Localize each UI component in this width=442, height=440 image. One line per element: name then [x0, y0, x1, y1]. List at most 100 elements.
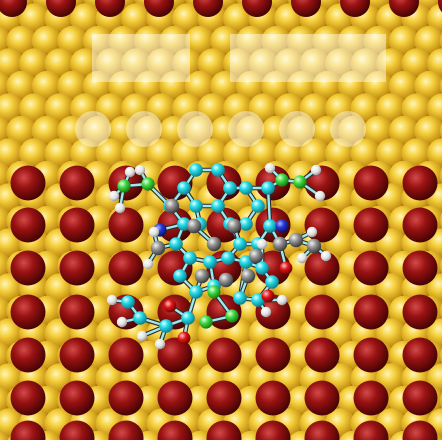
- carbon-atom: [226, 218, 242, 234]
- surface-atom: [337, 115, 369, 147]
- surface-atom: [159, 25, 190, 57]
- hydrogen-atom: [154, 338, 166, 350]
- surface-atom: [274, 93, 305, 124]
- substrate-atom: [59, 294, 95, 330]
- surface-atom: [376, 48, 407, 79]
- surface-atom: [184, 340, 216, 372]
- surface-atom: [388, 70, 420, 102]
- substrate-atom: [59, 420, 95, 440]
- surface-atom: [274, 48, 305, 79]
- hydrogen-atom: [264, 162, 276, 174]
- carbon-atom: [221, 251, 235, 265]
- surface-atom: [197, 48, 228, 79]
- hydrogen-atom: [108, 190, 120, 202]
- surface-atom: [376, 273, 407, 304]
- surface-atom: [121, 48, 152, 79]
- surface-atom: [439, 348, 442, 364]
- surface-atom: [414, 25, 442, 57]
- highlight-circle: [228, 111, 264, 147]
- substrate-atom: [255, 420, 291, 440]
- substrate-atom: [304, 207, 340, 243]
- surface-atom: [325, 138, 356, 169]
- hydrogen-atom: [256, 238, 268, 250]
- surface-atom: [337, 25, 369, 57]
- hydrogen-atom: [124, 166, 136, 178]
- highlight-circle: [177, 111, 213, 147]
- surface-atom: [133, 70, 165, 102]
- surface-atom: [0, 93, 24, 124]
- substrate-atom: [353, 207, 389, 243]
- carbon-atom: [121, 295, 135, 309]
- surface-atom: [388, 25, 420, 57]
- highlight-box: [230, 34, 386, 82]
- surface-atom: [31, 115, 63, 147]
- surface-atom: [70, 93, 101, 124]
- substrate-atom: [389, 0, 419, 17]
- surface-atom: [210, 70, 241, 102]
- hydrogen-atom: [276, 294, 288, 306]
- substrate-atom: [59, 207, 95, 243]
- surface-atom: [261, 70, 292, 102]
- surface-atom: [95, 48, 126, 79]
- carbon-atom: [186, 218, 202, 234]
- carbon-atom: [263, 219, 277, 233]
- surface-atom: [235, 70, 267, 102]
- highlight-box: [92, 34, 190, 82]
- substrate-atom: [402, 337, 438, 373]
- surface-atom: [197, 138, 228, 169]
- surface-atom: [159, 70, 190, 102]
- surface-atom: [439, 393, 442, 409]
- substrate-atom: [353, 420, 389, 440]
- surface-atom: [57, 70, 88, 102]
- surface-atom: [6, 70, 37, 102]
- surface-atom: [19, 3, 50, 34]
- carbon-atom: [181, 311, 195, 325]
- substrate-atom: [304, 337, 340, 373]
- substrate-atom: [242, 0, 272, 17]
- surface-atom: [31, 70, 63, 102]
- carbon-atom: [169, 237, 183, 251]
- surface-atom: [350, 48, 381, 79]
- surface-atom: [376, 318, 407, 349]
- surface-atom: [325, 48, 356, 79]
- surface-atom: [210, 115, 241, 147]
- highlight-circle: [330, 111, 366, 147]
- surface-atom: [299, 48, 330, 79]
- substrate-atom: [46, 0, 76, 17]
- surface-atom: [350, 93, 381, 124]
- green-atom: [225, 309, 239, 323]
- surface-atom: [31, 25, 63, 57]
- surface-atom: [439, 33, 442, 49]
- surface-atom: [248, 48, 279, 79]
- substrate-atom: [353, 337, 389, 373]
- surface-atom: [325, 93, 356, 124]
- carbon-atom: [233, 291, 247, 305]
- surface-atom: [172, 138, 203, 169]
- hydrogen-atom: [306, 226, 318, 238]
- surface-atom: [19, 48, 50, 79]
- carbon-atom: [189, 163, 203, 177]
- substrate-atom: [353, 165, 389, 201]
- nitrogen-atom: [275, 219, 289, 233]
- substrate-atom: [0, 0, 27, 17]
- surface-atom: [82, 115, 114, 147]
- green-atom: [199, 315, 213, 329]
- substrate-atom: [108, 337, 144, 373]
- surface-atom: [95, 93, 126, 124]
- surface-atom: [312, 70, 343, 102]
- substrate-atom: [10, 207, 46, 243]
- surface-atom: [19, 93, 50, 124]
- surface-atom: [261, 115, 292, 147]
- substrate-atom: [206, 380, 242, 416]
- carbon-atom: [240, 268, 256, 284]
- surface-atom: [95, 138, 126, 169]
- carbon-atom: [194, 268, 210, 284]
- substrate-atom: [59, 337, 95, 373]
- green-atom: [207, 285, 221, 299]
- substrate-atom: [59, 250, 95, 286]
- surface-atom: [363, 70, 394, 102]
- surface-atom: [223, 138, 254, 169]
- surface-atom: [121, 3, 152, 34]
- hydrogen-atom: [106, 294, 118, 306]
- green-atom: [141, 177, 155, 191]
